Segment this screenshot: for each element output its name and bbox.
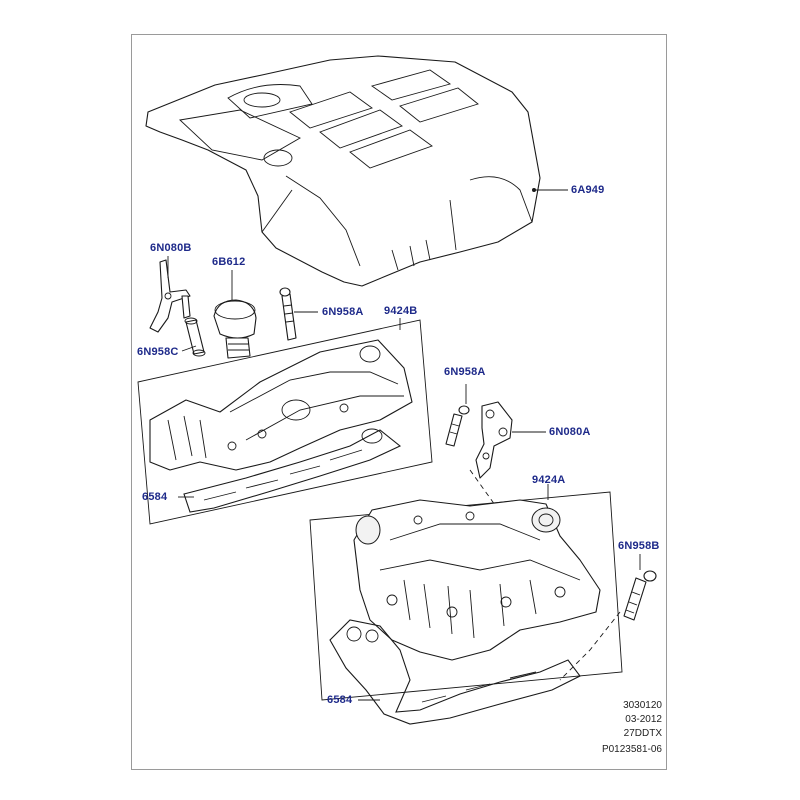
dashed-guide-right	[559, 611, 621, 681]
bracket-right	[475, 401, 513, 479]
gasket-right	[329, 619, 581, 725]
callout-connector-mid: 6N958A	[444, 366, 486, 378]
leader-dot	[532, 188, 536, 192]
gasket-left	[183, 428, 402, 513]
callout-gasket-left: 6584	[142, 491, 168, 503]
callout-gasket-right: 6584	[327, 694, 353, 706]
bracket-upper	[149, 259, 191, 333]
reference-engine: 27DDTX	[623, 728, 662, 739]
connector-upper	[279, 287, 297, 341]
leader-6N958C	[181, 345, 197, 352]
breather-tube	[184, 317, 206, 357]
callout-engine-cover: 6A949	[571, 184, 605, 196]
callout-manifold-left: 9424B	[384, 305, 418, 317]
connector-mid	[445, 405, 470, 447]
callout-breather-tube: 6N958C	[137, 346, 179, 358]
reference-code: 3030120	[623, 700, 662, 711]
intake-manifold-left	[149, 339, 413, 471]
callout-bracket-right: 6N080A	[549, 426, 591, 438]
connector-right	[623, 570, 657, 621]
callout-oil-filler-cap: 6B612	[212, 256, 246, 268]
diagram-frame	[131, 34, 667, 770]
engine-cover	[145, 55, 541, 287]
illustration-id: P0123581-06	[601, 744, 662, 755]
manifold-left-box	[137, 319, 433, 525]
callout-connector-upper: 6N958A	[322, 306, 364, 318]
callout-connector-right: 6N958B	[618, 540, 660, 552]
callout-bracket-upper: 6N080B	[150, 242, 192, 254]
reference-date: 03-2012	[625, 714, 662, 725]
intake-manifold-right	[353, 499, 601, 661]
callout-manifold-right: 9424A	[532, 474, 566, 486]
oil-filler-cap	[213, 299, 257, 359]
